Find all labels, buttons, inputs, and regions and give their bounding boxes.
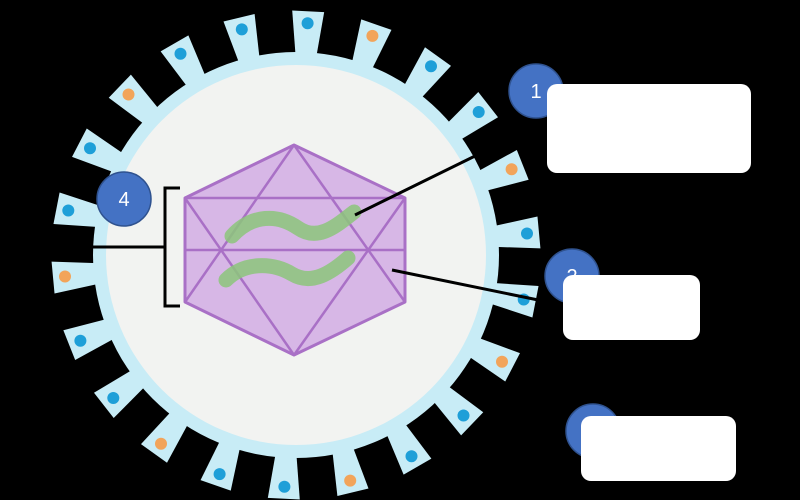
answer-box-2[interactable]: [563, 275, 700, 340]
spike-receptor: [344, 474, 357, 487]
spike-receptor: [84, 142, 96, 155]
envelope-spike: [63, 318, 118, 361]
spike-receptor: [425, 60, 437, 73]
answer-box-1[interactable]: [547, 84, 751, 173]
leader-line-3: [465, 366, 581, 452]
envelope-spike: [160, 35, 208, 91]
envelope-spike: [108, 74, 162, 127]
label-number-4: 4: [118, 189, 129, 211]
spike-receptor: [235, 23, 248, 36]
envelope-spike: [93, 367, 148, 418]
envelope-spike: [401, 47, 452, 102]
envelope-spike: [292, 10, 325, 60]
envelope-spike: [51, 261, 102, 294]
envelope-spike: [430, 383, 484, 436]
spike-receptor: [278, 480, 291, 493]
envelope-spikes: [51, 10, 541, 500]
envelope-spike: [490, 216, 541, 249]
envelope-spike: [223, 14, 260, 67]
genome-strand-upper: [224, 204, 362, 244]
envelope-spike: [53, 192, 106, 228]
envelope-spike: [474, 149, 529, 192]
spike-receptor: [155, 437, 167, 450]
label-number-1: 1: [530, 81, 541, 103]
spike-receptor: [457, 409, 470, 422]
leader-line-2: [391, 268, 549, 304]
spike-receptor: [122, 88, 135, 101]
envelope-spike: [267, 450, 300, 500]
spike-receptor: [496, 355, 508, 368]
spike-receptor: [521, 227, 533, 240]
spike-receptor: [62, 204, 75, 217]
envelope-spike: [200, 436, 241, 491]
leader-line-1: [354, 124, 537, 217]
envelope-spike: [72, 128, 127, 174]
envelope-spike: [444, 92, 499, 143]
spike-receptor: [405, 450, 418, 463]
spike-receptor: [174, 47, 187, 60]
capsid: [183, 143, 407, 357]
envelope-spike: [384, 419, 432, 475]
envelope-spike: [465, 336, 520, 382]
spike-receptor: [301, 17, 314, 30]
spike-receptor: [107, 392, 120, 404]
spike-receptor: [74, 334, 87, 347]
genome-strand-lower: [218, 250, 356, 288]
spike-receptor: [213, 468, 226, 481]
envelope-spike: [332, 443, 369, 496]
envelope-spike: [351, 19, 392, 74]
spike-receptor: [366, 29, 379, 42]
spike-receptor: [472, 106, 485, 118]
envelope-spike: [140, 408, 191, 463]
spike-receptor: [505, 163, 518, 176]
spike-receptor: [59, 270, 71, 283]
label-circle-4: 4: [96, 171, 152, 227]
answer-box-3[interactable]: [581, 416, 736, 481]
leader-lines: [60, 124, 581, 452]
bracket-4: [60, 186, 180, 308]
